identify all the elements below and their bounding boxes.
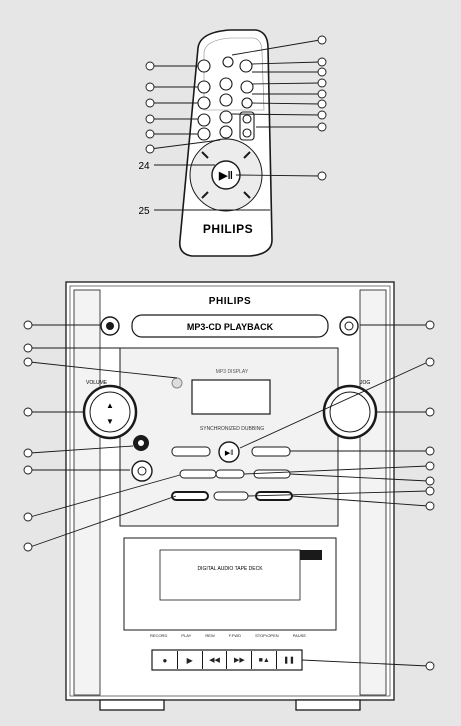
tape-label-pause: PAUSE <box>292 633 306 638</box>
record-icon: ● <box>153 651 178 669</box>
tape-label-stop-open: STOP•OPEN <box>255 633 279 638</box>
rewind-icon: ◀◀ <box>203 651 228 669</box>
remote-callouts-left <box>145 61 270 211</box>
tape-label-ffwd: F.FWD <box>228 633 242 638</box>
svg-text:MP3 DISPLAY: MP3 DISPLAY <box>216 369 249 375</box>
disc-door-label: MP3-CD PLAYBACK <box>187 322 274 332</box>
svg-text:▶ǁ: ▶ǁ <box>225 450 233 457</box>
remote-callout-25: 25 <box>138 206 150 217</box>
unit-callouts-left <box>23 320 192 552</box>
tape-buttons-row: ● ▶ ◀◀ ▶▶ ■▲ ❚❚ <box>153 651 301 669</box>
unit-brand: PHILIPS <box>209 296 251 307</box>
remote-callouts-right <box>231 35 327 181</box>
main-unit-diagram: PHILIPS MP3-CD PLAYBACK MP3 DISPLAY SYNC… <box>23 281 435 711</box>
tape-label-rew: REW <box>205 633 215 638</box>
play-icon: ▶ <box>178 651 203 669</box>
svg-text:▲: ▲ <box>106 401 114 410</box>
unit-callouts-right <box>239 320 435 671</box>
remote-brand: PHILIPS <box>203 222 253 236</box>
pause-icon: ❚❚ <box>283 657 295 664</box>
remote-dpad: ▶ǁ <box>189 138 263 212</box>
tape-button-labels: RECORD PLAY REW F.FWD STOP•OPEN PAUSE <box>150 633 306 638</box>
jog-label: JOG <box>360 380 370 386</box>
lcd-display <box>191 379 271 415</box>
fast-forward-icon: ▶▶ <box>227 651 253 669</box>
svg-text:▼: ▼ <box>106 417 114 426</box>
volume-label: VOLUME <box>86 380 108 386</box>
remote-control-diagram: ▶ǁ PHILIPS 24 25 <box>138 29 327 257</box>
remote-callout-24: 24 <box>138 161 150 172</box>
disc-door <box>131 314 329 338</box>
remote-button-grid <box>197 56 255 141</box>
cassette-label: DIGITAL AUDIO TAPE DECK <box>197 566 263 572</box>
display-caption: SYNCHRONIZED DUBBING <box>200 426 264 432</box>
stop-eject-icon: ■▲ <box>252 651 278 669</box>
svg-text:▶ǁ: ▶ǁ <box>218 170 233 182</box>
tape-label-record: RECORD <box>150 633 168 638</box>
tape-label-play: PLAY <box>181 633 192 638</box>
